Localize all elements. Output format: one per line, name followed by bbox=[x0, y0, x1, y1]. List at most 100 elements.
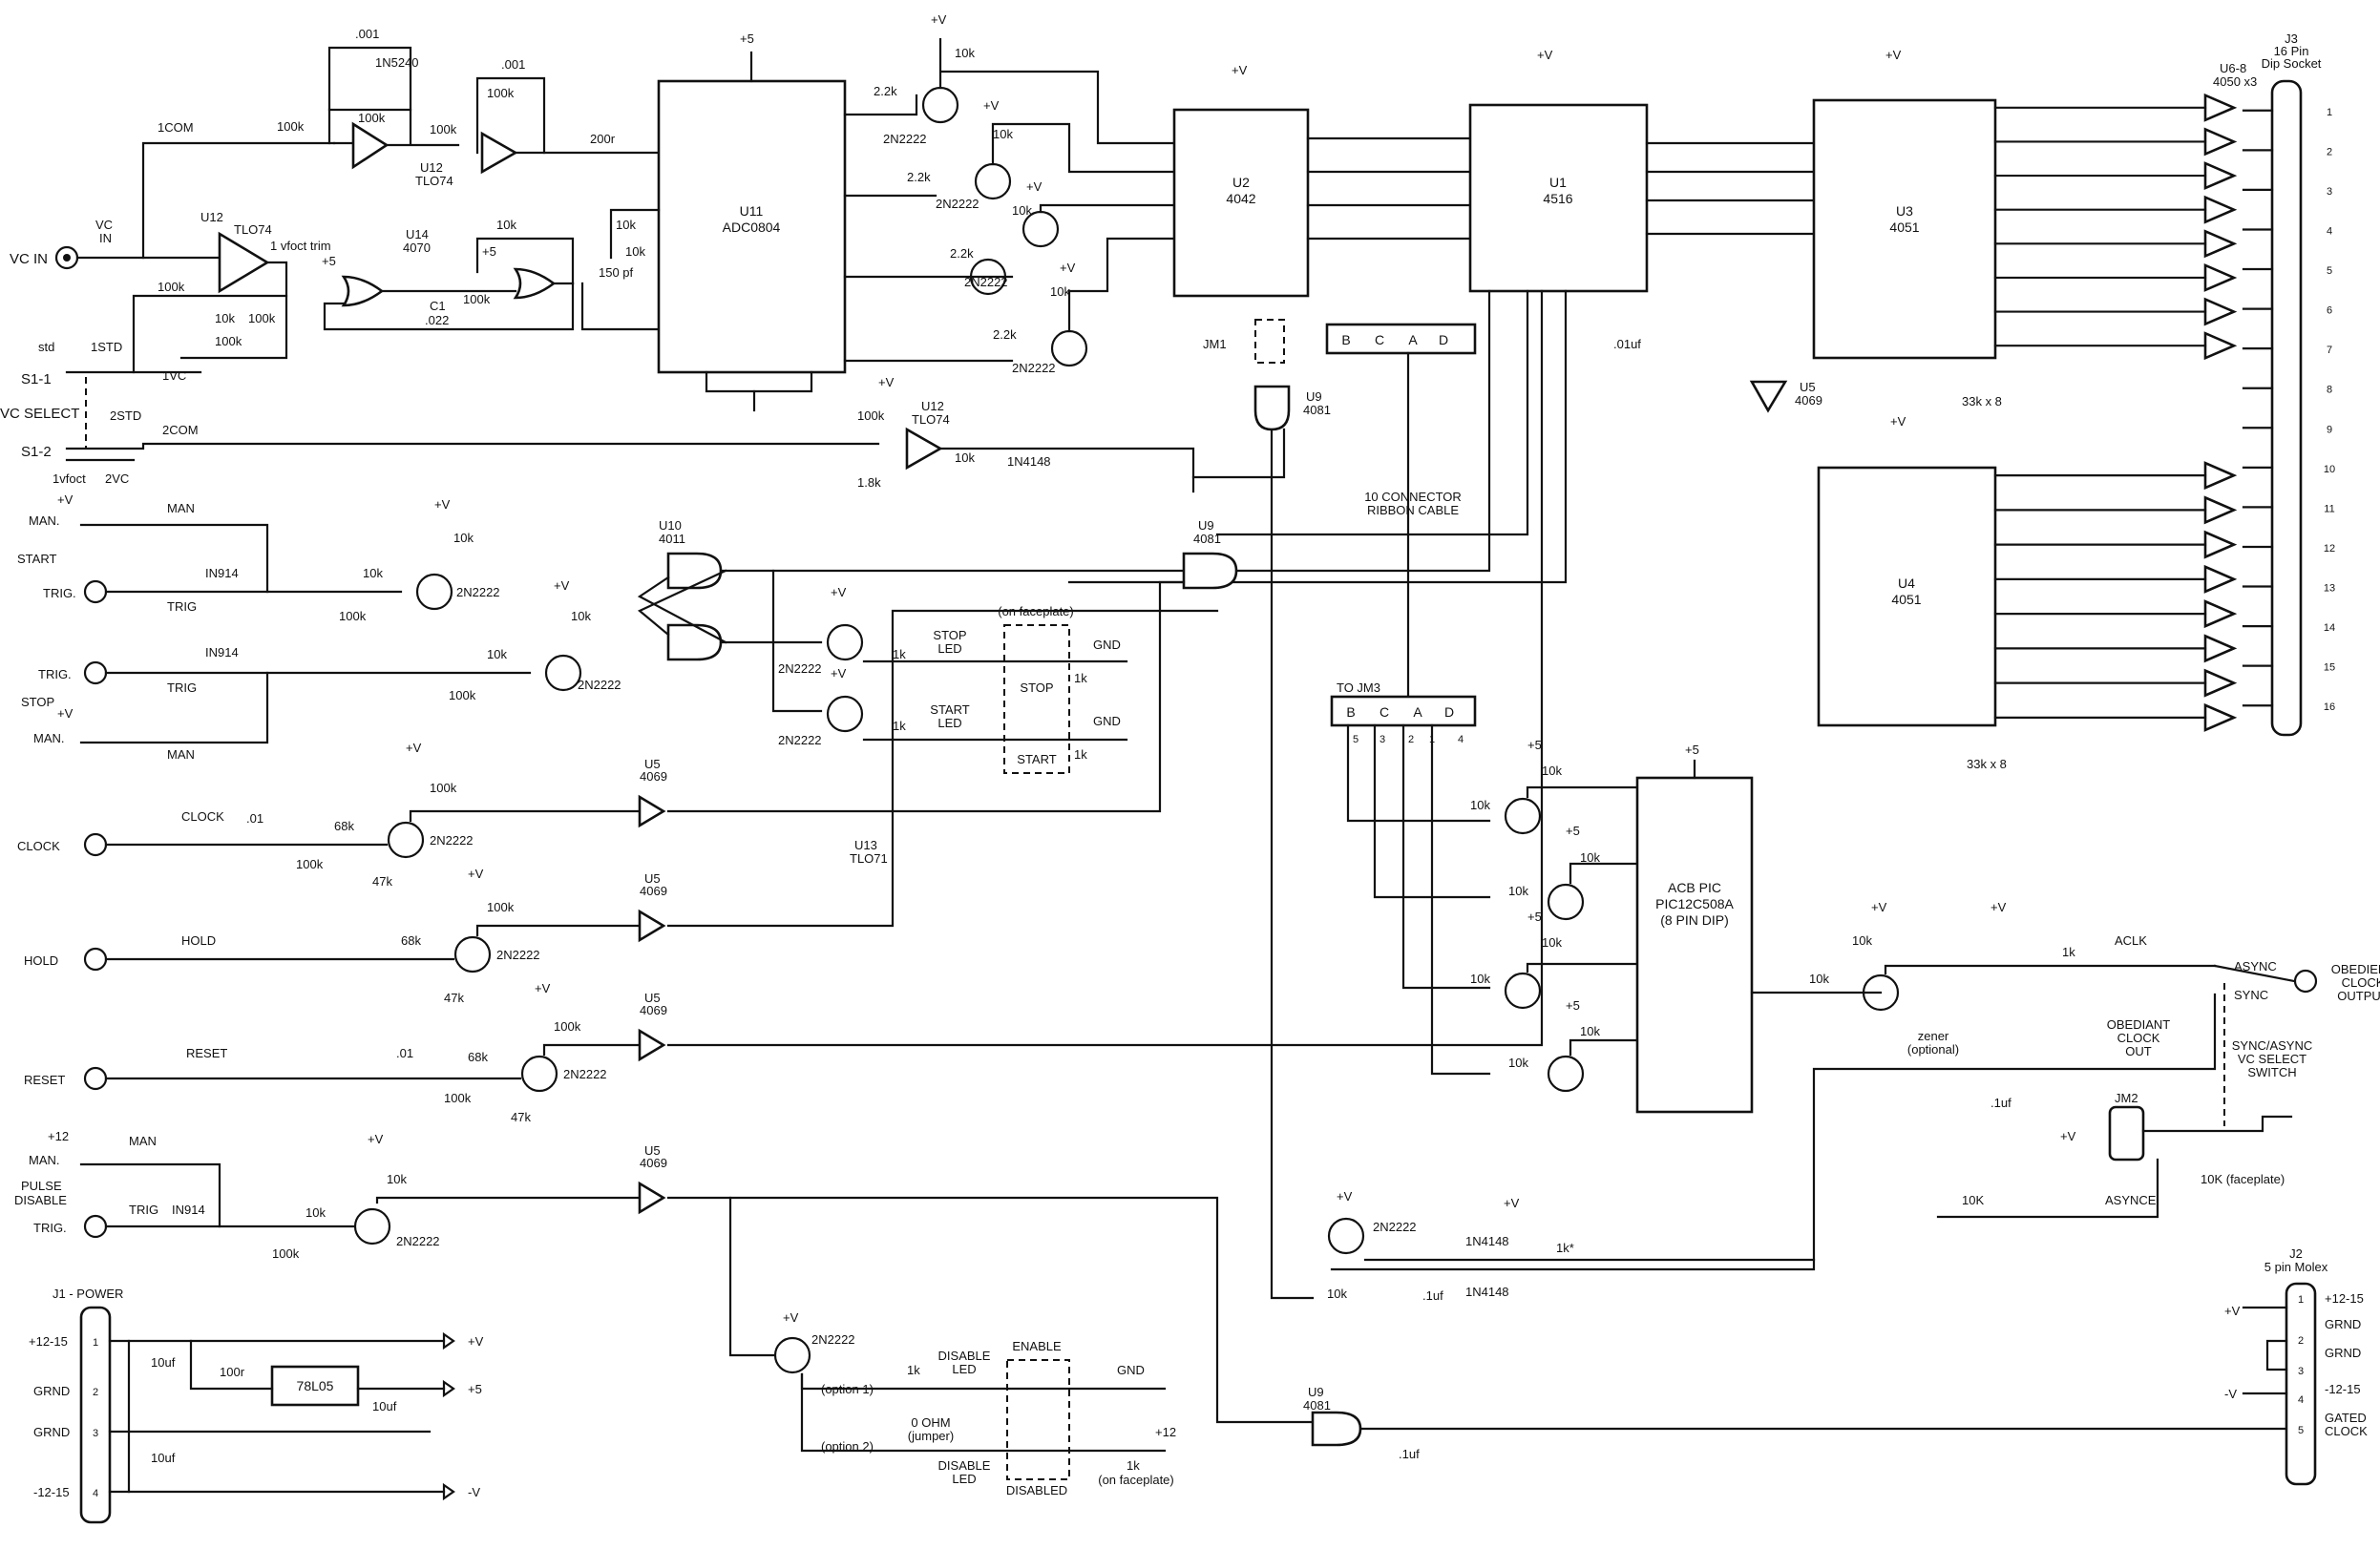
to-jm3-num-3: 2 bbox=[1408, 734, 1414, 745]
plusv-label-6: +V bbox=[1232, 63, 1248, 77]
pulse-trig-jack[interactable] bbox=[83, 1214, 108, 1239]
hold-label: HOLD bbox=[24, 953, 58, 968]
j1-row-3: GRND bbox=[33, 1425, 70, 1439]
u9c-ref: U9 bbox=[1308, 1385, 1324, 1399]
adc-driver-transistors: 2N2222 2N2222 2N2222 2N2222 2.2k 2.2k 2.… bbox=[874, 12, 1176, 375]
start-label: START bbox=[17, 552, 56, 566]
com2-label: 2COM bbox=[162, 423, 199, 437]
u1-part: 4516 bbox=[1543, 191, 1572, 206]
clock-jack[interactable] bbox=[83, 832, 108, 857]
plusv-label-13: +V bbox=[554, 578, 570, 593]
u5b-part: 4069 bbox=[640, 769, 667, 784]
j2-row-2: GRND bbox=[2325, 1317, 2361, 1331]
u68-ref: U6-8 bbox=[2220, 61, 2246, 75]
c01-label-2: .01 bbox=[396, 1046, 413, 1060]
ivc-label: 1VC bbox=[162, 368, 186, 383]
gnd-label-2: GND bbox=[1093, 714, 1121, 728]
plusv-label-21: +V bbox=[468, 1334, 484, 1349]
u9c-gate: U9 4081 .1uf bbox=[1303, 1385, 2288, 1461]
to-jm3-body[interactable] bbox=[1330, 695, 1477, 727]
u13-part: TLO71 bbox=[850, 851, 888, 866]
buffer-triangle bbox=[2203, 331, 2238, 361]
u12c-comparator: U12 TLO74 100k 1.8k +V 10k 1N4148 bbox=[857, 375, 1195, 493]
plus5-label-6: +5 bbox=[1566, 824, 1580, 838]
plus5-label-9: +5 bbox=[1685, 743, 1699, 757]
d2-label-3: IN914 bbox=[172, 1203, 205, 1217]
reset-jack[interactable] bbox=[83, 1066, 108, 1091]
c1uf-label-3: .1uf bbox=[1399, 1447, 1420, 1461]
jm3-body[interactable] bbox=[1325, 323, 1477, 355]
to-jm3-header: TO JM3 B C A D 5 3 2 1 4 bbox=[1330, 680, 1491, 1076]
jm1-jumper[interactable] bbox=[1254, 319, 1285, 364]
start-trig-jack[interactable] bbox=[83, 579, 108, 604]
r10k-label-21: 10k bbox=[1580, 850, 1600, 865]
u5a-inverter: U5 4069 bbox=[1749, 380, 1822, 413]
com1-label: 1COM bbox=[158, 120, 194, 135]
plusv-label-14: +V bbox=[831, 585, 847, 599]
jm2-jumper[interactable] bbox=[2108, 1105, 2145, 1162]
q-label-6: 2N2222 bbox=[578, 678, 621, 692]
obd-2: CLOCK bbox=[2342, 975, 2380, 990]
obedient-clock-output: ASYNC SYNC OBEDIENT CLOCK OUTPUT OBEDIAN… bbox=[1330, 959, 2380, 1271]
zener-2: (optional) bbox=[1907, 1042, 1959, 1057]
sync-label: SYNC bbox=[2234, 988, 2268, 1002]
obedient-clock-jack[interactable] bbox=[2293, 969, 2318, 994]
vc-in-label: VC IN bbox=[10, 251, 48, 267]
std-label: std bbox=[38, 340, 54, 354]
faceplate-label-2: (on faceplate) bbox=[1098, 1473, 1174, 1487]
plus5-label-5: +5 bbox=[1527, 738, 1542, 752]
q-label-12: 2N2222 bbox=[396, 1234, 440, 1248]
j2-body[interactable] bbox=[2285, 1282, 2317, 1486]
clock-input: CLOCK CLOCK .01 68k 100k 47k +V 100k 2N2… bbox=[17, 580, 1186, 889]
r10k-label-10: 10k bbox=[363, 566, 383, 580]
r200-label: 200r bbox=[590, 132, 616, 146]
disled-1: DISABLE bbox=[938, 1349, 991, 1363]
hold-jack[interactable] bbox=[83, 947, 108, 972]
d2-label-2: IN914 bbox=[205, 645, 239, 659]
j3-body[interactable] bbox=[2270, 79, 2303, 737]
u3-part: 4051 bbox=[1889, 220, 1919, 235]
r100k-label-17: 100k bbox=[272, 1246, 300, 1261]
u1-counter: U1 4516 +V .01uf bbox=[1067, 48, 1816, 584]
d2-label-1: IN914 bbox=[205, 566, 239, 580]
to-jm3-pin-a: A bbox=[1413, 704, 1422, 720]
u1-ref: U1 bbox=[1549, 175, 1567, 190]
u11-body bbox=[657, 79, 847, 374]
plus5-label-7: +5 bbox=[1527, 910, 1542, 924]
r1k-label-2: 1k bbox=[893, 719, 906, 733]
q-label-11: 2N2222 bbox=[563, 1067, 607, 1081]
stop-trig-jack[interactable] bbox=[83, 660, 108, 685]
r68k-label-3: 68k bbox=[468, 1050, 488, 1064]
r10k-label-5: 10k bbox=[955, 46, 975, 60]
plusv-label-3: +V bbox=[1026, 179, 1043, 194]
r100k-label-7: 100k bbox=[487, 86, 515, 100]
r1k-label-5: 1k bbox=[907, 1363, 920, 1377]
c022-label: .022 bbox=[425, 313, 449, 327]
q-label-1: 2N2222 bbox=[883, 132, 927, 146]
man-label-1: MAN. bbox=[29, 513, 60, 528]
j1-body[interactable] bbox=[79, 1306, 112, 1524]
r68k-label-1: 68k bbox=[334, 819, 354, 833]
r22k-label-2: 2.2k bbox=[907, 170, 931, 184]
u5b-ref: U5 bbox=[644, 757, 661, 771]
u9b-gate: U9 4081 bbox=[1182, 289, 1491, 590]
pulse-label-2: DISABLE bbox=[14, 1193, 67, 1207]
r10k-label-22: 10k bbox=[1542, 935, 1562, 950]
u5d-ref: U5 bbox=[644, 991, 661, 1005]
stopled-1: STOP bbox=[933, 628, 966, 642]
u5a-ref: U5 bbox=[1800, 380, 1816, 394]
j2-pin-3: 3 bbox=[2298, 1366, 2304, 1377]
reset-input: RESET RESET .01 68k 100k 47k +V 100k 2N2… bbox=[24, 289, 1544, 1124]
man2-label-3: MAN bbox=[129, 1134, 157, 1148]
j2-row-3: GRND bbox=[2325, 1346, 2361, 1360]
q-label-9: 2N2222 bbox=[430, 833, 474, 848]
plusv-label-11: +V bbox=[434, 497, 451, 512]
r100k-label-10: 100k bbox=[339, 609, 367, 623]
r33k-label-1: 33k x 8 bbox=[1962, 394, 2002, 408]
j3-pin-5: 5 bbox=[2327, 265, 2332, 277]
j3-pin-8: 8 bbox=[2327, 385, 2332, 396]
u9c-part: 4081 bbox=[1303, 1398, 1331, 1413]
q-label-3: 2N2222 bbox=[964, 275, 1008, 289]
u4-body bbox=[1817, 466, 1997, 727]
j2-pin-1: 1 bbox=[2298, 1294, 2304, 1306]
